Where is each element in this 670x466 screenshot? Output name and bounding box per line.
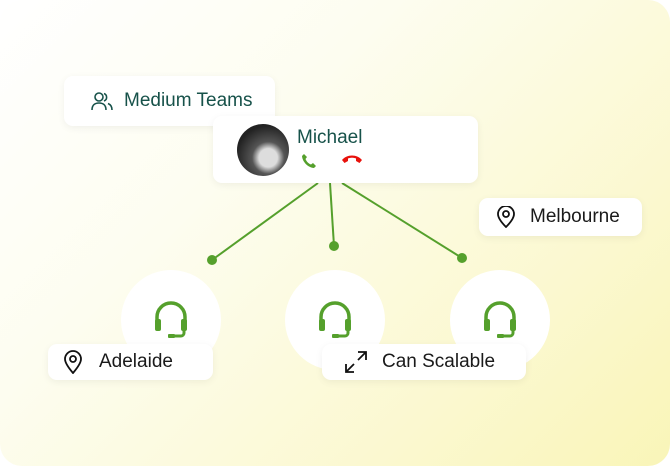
avatar <box>237 123 289 176</box>
connector-dot <box>207 255 217 265</box>
map-pin-icon <box>63 350 83 374</box>
headset-icon <box>151 300 191 340</box>
location-label: Adelaide <box>99 351 173 372</box>
phone-hangup-icon[interactable] <box>341 153 363 169</box>
connector-dot <box>457 253 467 263</box>
location-badge-melbourne: Melbourne <box>479 198 642 236</box>
scalable-label: Can Scalable <box>382 351 496 372</box>
headset-icon <box>480 300 520 340</box>
phone-icon[interactable] <box>301 153 317 169</box>
users-icon <box>91 90 113 112</box>
connector-dot <box>329 241 339 251</box>
connector-line <box>211 182 319 261</box>
contact-name: Michael <box>297 126 363 148</box>
contact-card[interactable]: Michael <box>213 116 478 183</box>
map-pin-icon <box>496 206 516 228</box>
scalable-badge: Can Scalable <box>322 344 526 380</box>
location-badge-adelaide: Adelaide <box>48 344 213 380</box>
team-badge-label: Medium Teams <box>124 90 253 111</box>
expand-icon <box>344 350 368 374</box>
connector-line <box>341 182 463 259</box>
connector-line <box>329 182 335 247</box>
headset-icon <box>315 300 355 340</box>
location-label: Melbourne <box>530 206 620 227</box>
